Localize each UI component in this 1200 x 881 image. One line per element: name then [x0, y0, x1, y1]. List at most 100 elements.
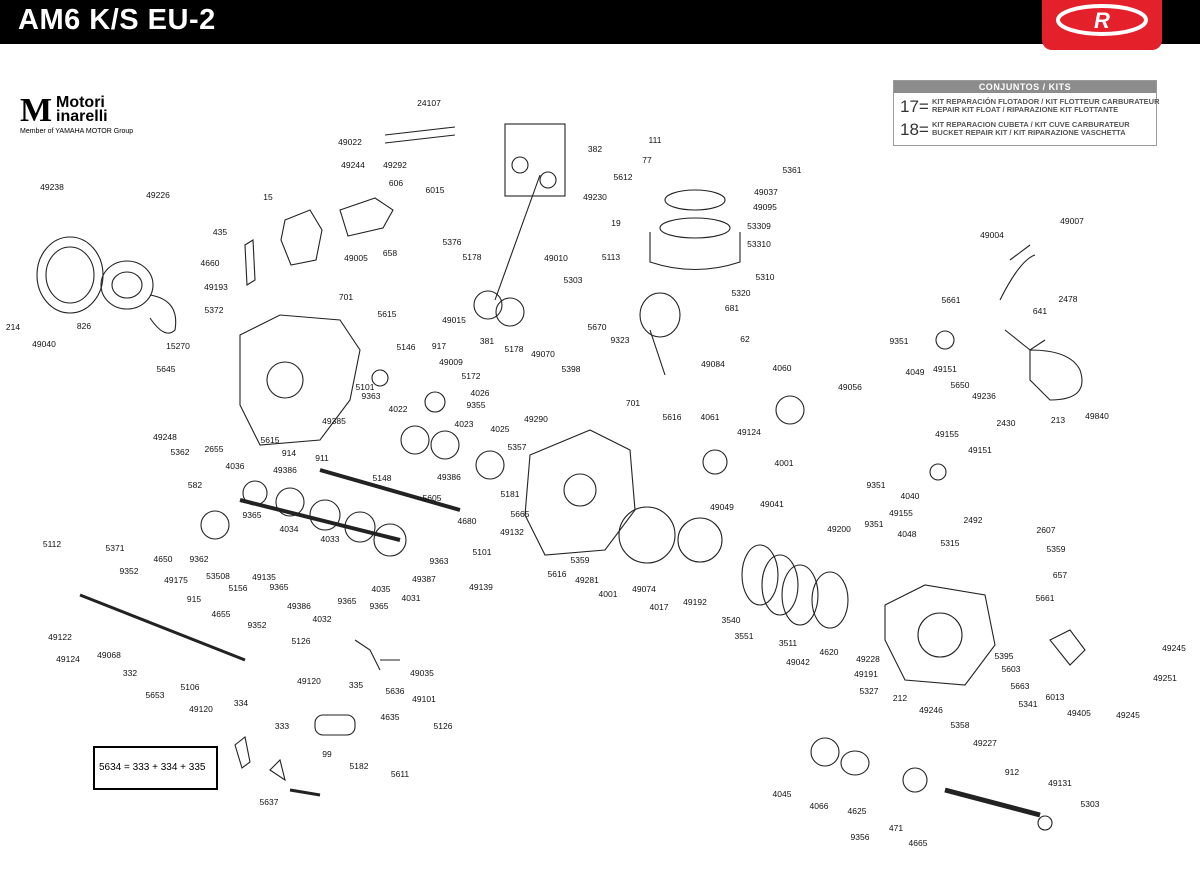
part-number-label: 49405	[1067, 708, 1091, 718]
part-number-label: 4031	[402, 593, 421, 603]
part-number-label: 4665	[909, 838, 928, 848]
part-number-label: 5101	[356, 382, 375, 392]
kit-text-line1: KIT REPARACION CUBETA / KIT CUVE CARBURA…	[932, 120, 1130, 129]
part-number-label: 917	[432, 341, 446, 351]
part-number-label: 24107	[417, 98, 441, 108]
part-number-label: 49010	[544, 253, 568, 263]
part-number-label: 658	[383, 248, 397, 258]
part-number-label: 5637	[260, 797, 279, 807]
part-number-label: 49101	[412, 694, 436, 704]
logo-word-motori: Motori	[56, 94, 105, 111]
part-number-label: 49139	[469, 582, 493, 592]
part-number-label: 2607	[1037, 525, 1056, 535]
part-number-label: 5303	[564, 275, 583, 285]
part-number-label: 5612	[614, 172, 633, 182]
part-number-label: 4001	[599, 589, 618, 599]
part-number-label: 5357	[508, 442, 527, 452]
part-number-label: 5661	[1036, 593, 1055, 603]
part-number-label: 6013	[1046, 692, 1065, 702]
conrod-box-drawing	[504, 123, 566, 197]
part-number-label: 49245	[1162, 643, 1186, 653]
part-number-label: 5665	[511, 509, 530, 519]
part-number-label: 5172	[462, 371, 481, 381]
part-number-label: 9355	[467, 400, 486, 410]
page-title: AM6 K/S EU-2	[18, 4, 216, 36]
part-number-label: 5670	[588, 322, 607, 332]
part-number-label: 5615	[378, 309, 397, 319]
part-number-label: 701	[339, 292, 353, 302]
part-number-label: 99	[322, 749, 332, 759]
part-number-label: 49192	[683, 597, 707, 607]
part-number-label: 4061	[701, 412, 720, 422]
part-number-label: 49387	[412, 574, 436, 584]
part-number-label: 49281	[575, 575, 599, 585]
main-shaft-drawing	[319, 468, 461, 512]
part-number-label: 5371	[106, 543, 125, 553]
part-number-label: 4001	[775, 458, 794, 468]
part-number-label: 5310	[756, 272, 775, 282]
brand-logo-letter: R	[1094, 8, 1110, 33]
part-number-label: 4060	[773, 363, 792, 373]
part-number-label: 657	[1053, 570, 1067, 580]
part-number-label: 49120	[189, 704, 213, 714]
part-number-label: 49095	[753, 202, 777, 212]
kit-text-line2: BUCKET REPAIR KIT / KIT RIPARAZIONE VASC…	[932, 128, 1126, 137]
conrod-drawing	[494, 174, 541, 301]
part-number-label: 5146	[397, 342, 416, 352]
part-number-label: 4036	[226, 461, 245, 471]
part-number-label: 5616	[663, 412, 682, 422]
part-number-label: 9351	[867, 480, 886, 490]
part-number-label: 4049	[906, 367, 925, 377]
part-number-label: 5320	[732, 288, 751, 298]
part-number-label: 4066	[810, 801, 829, 811]
part-number-label: 5113	[602, 252, 621, 262]
part-number-label: 213	[1051, 415, 1065, 425]
part-number-label: 49248	[153, 432, 177, 442]
part-number-label: 2655	[205, 444, 224, 454]
part-number-label: 49037	[754, 187, 778, 197]
part-number-label: 9362	[190, 554, 209, 564]
part-number-label: 49135	[252, 572, 276, 582]
logo-word-minarelli: inarelli	[56, 108, 108, 125]
part-number-label: 49004	[980, 230, 1004, 240]
logo-subtitle: Member of YAMAHA MOTOR Group	[20, 128, 134, 135]
part-number-label: 49290	[524, 414, 548, 424]
clutch-basket-drawing	[618, 506, 676, 564]
part-number-label: 5341	[1019, 699, 1038, 709]
part-number-label: 5395	[995, 651, 1014, 661]
kit-text-line1: KIT REPARACIÓN FLOTADOR / KIT FLOTTEUR C…	[932, 97, 1160, 106]
part-number-label: 4625	[848, 806, 867, 816]
starter-shaft-drawing	[944, 787, 1041, 818]
part-number-label: 681	[725, 303, 739, 313]
part-number-label: 4035	[372, 584, 391, 594]
part-number-label: 49007	[1060, 216, 1084, 226]
fuel-hose-drawing	[384, 126, 456, 144]
part-number-label: 4045	[773, 789, 792, 799]
part-number-label: 49049	[710, 502, 734, 512]
part-number-label: 9363	[362, 391, 381, 401]
part-number-label: 5182	[350, 761, 369, 771]
part-number-label: 4025	[491, 424, 510, 434]
part-number-label: 5663	[1011, 681, 1030, 691]
part-number-label: 4026	[471, 388, 490, 398]
crankcase-right-drawing	[524, 429, 636, 556]
part-number-label: 2492	[964, 515, 983, 525]
part-number-label: 53309	[747, 221, 771, 231]
pump-cover-drawing	[1029, 349, 1083, 401]
part-number-label: 49386	[437, 472, 461, 482]
sprocket-drawing	[200, 510, 230, 540]
part-number-label: 382	[588, 144, 602, 154]
part-number-label: 49228	[856, 654, 880, 664]
part-number-label: 9351	[890, 336, 909, 346]
part-number-label: 49244	[341, 160, 365, 170]
title-bar: AM6 K/S EU-2 R	[0, 0, 1200, 50]
part-number-label: 5126	[434, 721, 453, 731]
stud-drawing	[649, 329, 666, 376]
part-number-label: 471	[889, 823, 903, 833]
part-number-label: 49386	[273, 465, 297, 475]
part-number-label: 49251	[1153, 673, 1177, 683]
part-number-label: 49132	[500, 527, 524, 537]
part-number-label: 5358	[951, 720, 970, 730]
part-number-label: 4033	[321, 534, 340, 544]
